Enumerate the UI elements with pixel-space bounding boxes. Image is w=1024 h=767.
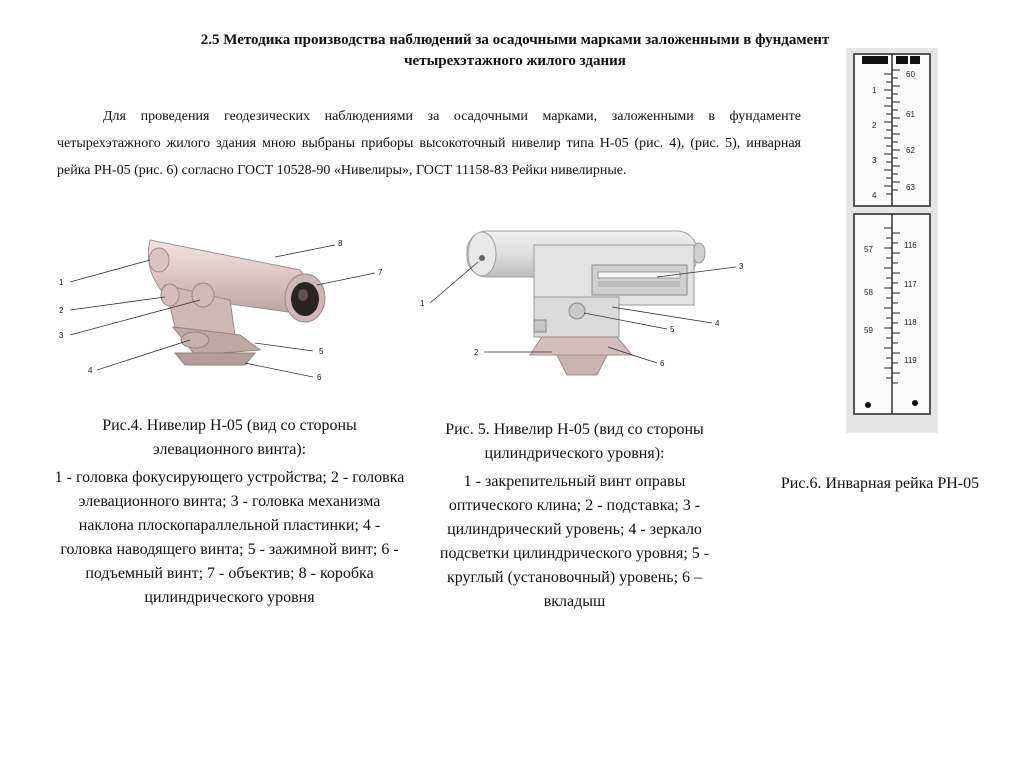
- invar-rod-illustration: [853, 53, 931, 415]
- fig5-label-2: 2: [474, 348, 479, 357]
- figure-5-caption-title: Рис. 5. Нивелир Н-05 (вид со стороны цил…: [445, 421, 704, 462]
- fig4-label-7: 7: [378, 268, 383, 277]
- rod-bottom-right-116: 116: [904, 241, 917, 250]
- rod-top-left-4: 4: [872, 191, 877, 200]
- level-instrument-illustration: [69, 239, 376, 378]
- rod-bottom-left-58: 58: [864, 288, 873, 297]
- fig5-label-6: 6: [660, 359, 665, 368]
- figure-6-image: 1 2 3 4 60 61 62 63 57 58 59 116 117 118…: [846, 48, 938, 433]
- fig5-label-5: 5: [670, 325, 675, 334]
- level-instrument-side-illustration: [429, 230, 737, 376]
- figure-5-image: 1 2 3 4 5 6: [412, 215, 757, 390]
- rod-bottom-right-119: 119: [904, 356, 917, 365]
- figure-4-caption-title: Рис.4. Нивелир Н-05 (вид со стороны элев…: [102, 417, 357, 458]
- rod-top-right-61: 61: [906, 110, 915, 119]
- fig4-label-2: 2: [59, 306, 64, 315]
- heading-line-2: четырехэтажного жилого здания: [404, 53, 626, 69]
- figure-5-caption: Рис. 5. Нивелир Н-05 (вид со стороны цил…: [432, 418, 717, 614]
- fig4-label-5: 5: [319, 347, 324, 356]
- rod-top-left-1: 1: [872, 86, 877, 95]
- heading-line-1: 2.5 Методика производства наблюдений за …: [200, 32, 830, 48]
- rod-bottom-left-59: 59: [864, 326, 873, 335]
- intro-paragraph: Для проведения геодезических наблюдениям…: [57, 109, 801, 178]
- fig4-label-3: 3: [59, 331, 64, 340]
- figure-4-caption-body: 1 - головка фокусирующего устройства; 2 …: [54, 469, 405, 606]
- figure-5-caption-body: 1 - закрепительный винт оправы оптическо…: [439, 473, 710, 610]
- fig4-label-6: 6: [317, 373, 322, 382]
- fig5-label-3: 3: [739, 262, 744, 271]
- section-heading: 2.5 Методика производства наблюдений за …: [60, 30, 970, 72]
- rod-top-right-62: 62: [906, 146, 915, 155]
- rod-bottom-right-117: 117: [904, 280, 917, 289]
- rod-bottom-left-57: 57: [864, 245, 873, 254]
- rod-top-right-63: 63: [906, 183, 915, 192]
- figure-4-image: 1 2 3 4 5 6 7 8: [55, 215, 385, 410]
- fig4-label-1: 1: [59, 278, 64, 287]
- fig4-label-8: 8: [338, 239, 343, 248]
- figure-4-caption: Рис.4. Нивелир Н-05 (вид со стороны элев…: [47, 414, 412, 610]
- fig5-label-1: 1: [420, 299, 425, 308]
- fig5-label-4: 4: [715, 319, 720, 328]
- figure-6-caption: Рис.6. Инварная рейка РН-05: [780, 475, 980, 492]
- rod-top-right-60: 60: [906, 70, 915, 79]
- fig4-label-4: 4: [88, 366, 93, 375]
- rod-top-left-3: 3: [872, 156, 877, 165]
- rod-bottom-right-118: 118: [904, 318, 917, 327]
- rod-top-left-2: 2: [872, 121, 877, 130]
